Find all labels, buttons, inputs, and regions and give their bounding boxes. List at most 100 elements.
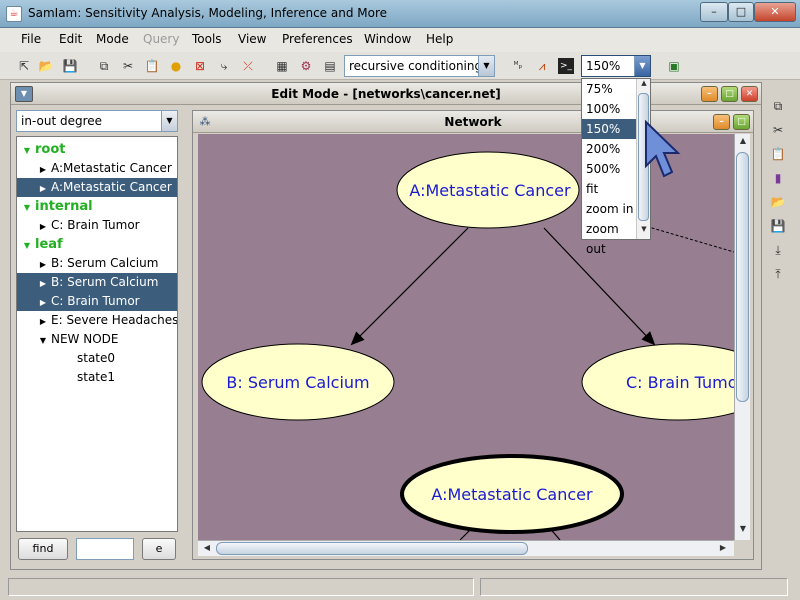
expand-right-icon[interactable]: ▶	[39, 298, 47, 307]
tree-state[interactable]: state0	[17, 349, 177, 368]
add-node-icon[interactable]: ●	[170, 59, 182, 73]
expand-right-icon[interactable]: ▶	[39, 260, 47, 269]
delete-node-icon[interactable]: ⊠	[194, 59, 206, 73]
expand-right-icon[interactable]: ▶	[39, 184, 47, 193]
scroll-down-icon[interactable]: ▼	[739, 524, 747, 533]
paste-icon[interactable]: 📋	[770, 147, 786, 161]
expand-right-icon[interactable]: ▶	[39, 165, 47, 174]
algorithm-select[interactable]: recursive conditioning ▼	[344, 55, 495, 77]
zoom-option[interactable]: zoom out	[586, 222, 619, 256]
tree-group[interactable]: ▼leaf	[17, 235, 177, 254]
zoom-option[interactable]: 75%	[586, 82, 613, 96]
frame-menu-icon[interactable]: ▼	[15, 86, 33, 102]
menu-help[interactable]: Help	[426, 32, 454, 46]
zoom-option[interactable]: 150%	[582, 119, 636, 139]
expand-right-icon[interactable]: ▶	[39, 317, 47, 326]
node-a2[interactable]: A:Metastatic Cancer	[400, 454, 624, 534]
tree-node[interactable]: ▶B: Serum Calcium	[17, 254, 177, 273]
table-icon[interactable]: ▦	[276, 59, 288, 73]
sort-mode-select[interactable]: in-out degree ▼	[16, 110, 178, 132]
import-icon[interactable]: ⤓	[775, 243, 781, 257]
add-edge-icon[interactable]: ⤷	[220, 59, 228, 73]
frame-minimize-button[interactable]: –	[701, 86, 718, 102]
network-horizontal-scroll-thumb[interactable]	[216, 542, 528, 555]
zoom-option[interactable]: 200%	[586, 142, 621, 156]
help-icon[interactable]: ▣	[668, 59, 680, 73]
network-graph[interactable]: A:Metastatic Cancer B: Serum Calcium C: …	[198, 134, 734, 540]
menu-file[interactable]: File	[21, 32, 42, 46]
zoom-option[interactable]: fit	[586, 182, 599, 196]
copy-icon[interactable]: ⧉	[99, 59, 109, 73]
menu-query[interactable]: Query	[143, 32, 180, 46]
menu-window[interactable]: Window	[364, 32, 412, 46]
chevron-down-icon[interactable]: ▼	[478, 56, 494, 76]
zoom-dropdown-scrollbar[interactable]: ▲ ▼	[636, 79, 650, 239]
tree-node[interactable]: ▶C: Brain Tumor	[17, 292, 177, 311]
menu-tools[interactable]: Tools	[192, 32, 222, 46]
open-icon[interactable]: 📂	[38, 59, 54, 73]
save-icon[interactable]: 💾	[770, 219, 786, 233]
network-minimize-button[interactable]: –	[713, 114, 730, 130]
tree-node[interactable]: ▶B: Serum Calcium	[17, 273, 177, 292]
save-icon[interactable]: 💾	[62, 59, 78, 73]
zoom-option[interactable]: 100%	[586, 102, 621, 116]
export-icon[interactable]: ⤒	[775, 267, 781, 281]
node-b[interactable]: B: Serum Calcium	[201, 343, 395, 421]
expand-right-icon[interactable]: ▶	[39, 279, 47, 288]
close-button[interactable]: ✕	[754, 2, 796, 22]
delete-edge-icon[interactable]: ⤫	[243, 59, 253, 73]
tree-node[interactable]: ▶A:Metastatic Cancer	[17, 159, 177, 178]
find-input[interactable]	[76, 538, 134, 560]
expand-down-icon[interactable]: ▼	[23, 146, 31, 155]
zoom-dropdown-list[interactable]: ▲ ▼ 75% 100% 150% 200% 500% fit zoom in zoom ou…	[581, 78, 651, 256]
paste-icon[interactable]: 📋	[144, 59, 160, 73]
find-button[interactable]: find	[18, 538, 68, 560]
frame-maximize-button[interactable]: □	[721, 86, 738, 102]
edge-a-b[interactable]	[350, 227, 469, 346]
zoom-select[interactable]: 150% ▼	[581, 55, 651, 77]
chevron-down-icon[interactable]: ▼	[634, 56, 650, 76]
cpt-icon[interactable]: ▤	[324, 59, 336, 73]
copy-icon[interactable]: ⧉	[773, 99, 783, 113]
menu-mode[interactable]: Mode	[96, 32, 129, 46]
scroll-up-icon[interactable]: ▲	[739, 136, 747, 145]
minimize-button[interactable]: –	[700, 2, 728, 22]
chevron-down-icon[interactable]: ▼	[161, 111, 177, 131]
expand-right-icon[interactable]: ▶	[39, 222, 47, 231]
chart-icon[interactable]: ⩘	[538, 59, 546, 73]
map-icon[interactable]: ᴹₚ	[513, 61, 523, 71]
node-c[interactable]: C: Brain Tumor	[581, 343, 734, 421]
scroll-left-icon[interactable]: ◀	[203, 543, 211, 552]
network-canvas[interactable]: A:Metastatic Cancer B: Serum Calcium C: …	[198, 134, 734, 540]
tree-node[interactable]: ▶A:Metastatic Cancer	[17, 178, 177, 197]
expand-down-icon[interactable]: ▼	[39, 336, 47, 345]
network-maximize-button[interactable]: □	[733, 114, 750, 130]
tree-state[interactable]: state1	[17, 368, 177, 387]
tree-group[interactable]: ▼root	[17, 140, 177, 159]
e-button[interactable]: e	[142, 538, 176, 560]
node-tree[interactable]: ▼root▶A:Metastatic Cancer▶A:Metastatic C…	[16, 136, 178, 532]
zoom-option[interactable]: 500%	[586, 162, 621, 176]
compile-icon[interactable]: ⚙	[300, 59, 312, 73]
tree-node[interactable]: ▼NEW NODE	[17, 330, 177, 349]
console-icon[interactable]: >_	[558, 58, 574, 74]
node-a[interactable]: A:Metastatic Cancer	[396, 151, 580, 229]
select-tool-icon[interactable]: ⇱	[18, 59, 30, 73]
frame-close-button[interactable]: ✕	[741, 86, 758, 102]
node-properties-icon[interactable]: ▮	[774, 171, 782, 185]
open-icon[interactable]: 📂	[770, 195, 786, 209]
maximize-button[interactable]: □	[728, 2, 754, 22]
network-horizontal-scrollbar[interactable]: ◀ ▶	[198, 540, 734, 556]
menu-view[interactable]: View	[238, 32, 267, 46]
network-vertical-scrollbar[interactable]: ▲ ▼	[734, 134, 750, 540]
tree-group[interactable]: ▼internal	[17, 197, 177, 216]
cut-icon[interactable]: ✂	[772, 123, 784, 137]
menu-preferences[interactable]: Preferences	[282, 32, 353, 46]
tree-node[interactable]: ▶C: Brain Tumor	[17, 216, 177, 235]
cut-icon[interactable]: ✂	[122, 59, 134, 73]
scroll-down-icon[interactable]: ▼	[641, 225, 647, 233]
network-vertical-scroll-thumb[interactable]	[736, 152, 749, 402]
expand-down-icon[interactable]: ▼	[23, 203, 31, 212]
zoom-option[interactable]: zoom in	[586, 202, 634, 216]
menu-edit[interactable]: Edit	[59, 32, 83, 46]
